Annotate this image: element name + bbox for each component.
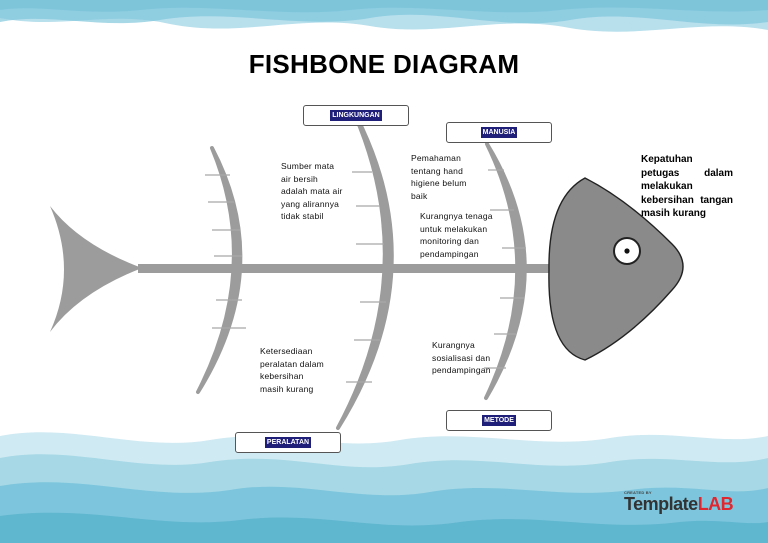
bottom-waves <box>0 432 768 543</box>
cause-manusia-2: Kurangnya tenaga untuk melakukan monitor… <box>420 210 493 260</box>
cause-line: monitoring dan <box>420 236 480 246</box>
cause-metode: Kurangnya sosialisasi dan pendampingan <box>432 339 491 377</box>
rib-1 <box>196 146 243 394</box>
cause-line: untuk melakukan <box>420 223 488 234</box>
cause-peralatan: Ketersediaan peralatan dalam kebersihan … <box>260 345 324 395</box>
cause-line: Kurangnya tenaga <box>420 211 493 221</box>
cause-line: air bersih <box>281 173 318 184</box>
cause-line: adalah mata air <box>281 186 343 196</box>
rib-2 <box>336 106 394 430</box>
cause-line: sosialisasi dan <box>432 352 491 363</box>
category-lingkungan-label: LINGKUNGAN <box>330 110 382 121</box>
category-metode-label: METODE <box>482 415 516 426</box>
cause-line: Kurangnya <box>432 340 475 350</box>
page-title: FISHBONE DIAGRAM <box>248 49 520 79</box>
category-peralatan: PERALATAN <box>235 432 341 453</box>
category-lingkungan: LINGKUNGAN <box>303 105 409 126</box>
fish-pupil <box>624 248 630 254</box>
bone-ticks <box>205 169 526 383</box>
logo-wordmark-template: Template <box>624 494 698 514</box>
cause-line: masih kurang <box>260 383 314 394</box>
category-manusia-label: MANUSIA <box>480 127 518 138</box>
fish-head <box>548 177 684 361</box>
cause-line: peralatan dalam <box>260 358 324 369</box>
effect-statement: Kepatuhan petugas dalam melakukan kebers… <box>641 154 733 219</box>
cause-line: yang alirannya <box>281 198 340 209</box>
category-manusia: MANUSIA <box>446 122 552 143</box>
logo-created-by: CREATED BY <box>624 490 652 495</box>
top-waves <box>0 0 768 32</box>
cause-line: pendampingan <box>420 248 479 259</box>
cause-manusia-1: Pemahaman tentang hand higiene belum bai… <box>411 152 467 202</box>
fish-tail <box>50 206 142 332</box>
cause-line: Pemahaman <box>411 153 461 163</box>
rib-3 <box>484 142 527 400</box>
category-peralatan-label: PERALATAN <box>264 437 312 448</box>
templatelab-logo: CREATED BY TemplateLAB <box>624 490 734 514</box>
cause-line: baik <box>411 190 428 201</box>
category-metode: METODE <box>446 410 552 431</box>
fish-spine <box>138 264 558 273</box>
cause-line: tidak stabil <box>281 211 324 221</box>
cause-line: pendampingan <box>432 365 491 375</box>
logo-wordmark: TemplateLAB <box>624 494 734 514</box>
cause-line: Ketersediaan <box>260 346 313 356</box>
cause-line: kebersihan <box>260 371 304 381</box>
logo-wordmark-lab: LAB <box>697 494 734 514</box>
cause-line: tentang hand <box>411 165 464 176</box>
cause-line: higiene belum <box>411 178 467 188</box>
cause-lingkungan: Sumber mata air bersih adalah mata air y… <box>281 160 343 223</box>
cause-line: Sumber mata <box>281 161 335 171</box>
